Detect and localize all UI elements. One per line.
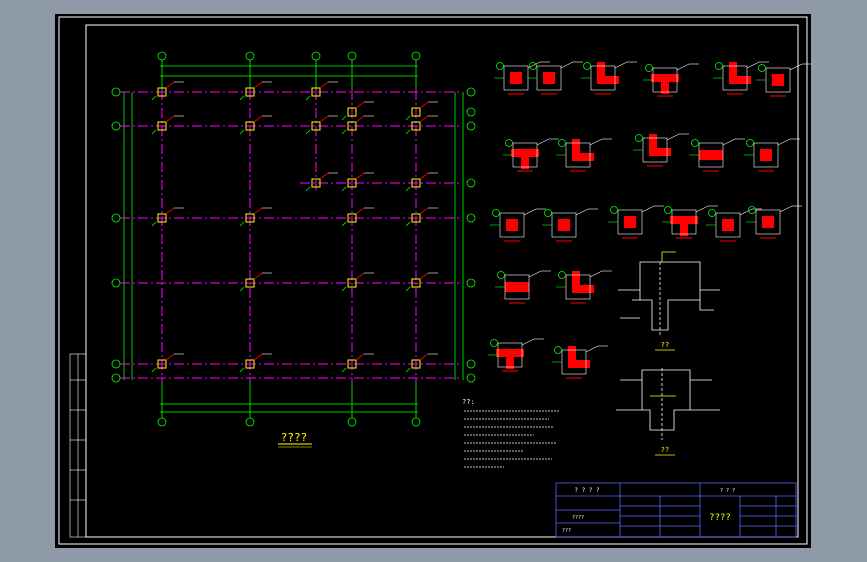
plan-column	[405, 101, 438, 121]
section-caption-2: ??	[661, 446, 669, 454]
column-detail	[552, 345, 608, 379]
column-detail	[581, 61, 637, 95]
column-detail	[490, 208, 546, 242]
plan-column	[341, 101, 374, 121]
plan-column	[405, 115, 438, 135]
binding-strip	[69, 353, 87, 538]
plan-column	[341, 207, 374, 227]
column-detail	[746, 205, 802, 239]
plan-column	[405, 353, 438, 373]
outer-frame	[58, 16, 808, 545]
inner-frame	[85, 24, 799, 538]
column-detail	[713, 61, 769, 95]
plan-column	[305, 81, 338, 101]
grid-axes	[120, 90, 460, 382]
plan-column	[239, 81, 272, 101]
plan-column	[405, 172, 438, 192]
plan-column	[239, 207, 272, 227]
plan-column	[151, 115, 184, 135]
plan-column	[239, 353, 272, 373]
axis-bubbles	[111, 51, 476, 427]
plan-column	[151, 353, 184, 373]
column-detail	[706, 208, 762, 242]
column-detail	[527, 61, 583, 95]
column-detail	[556, 270, 612, 304]
drawing-sheet	[55, 14, 811, 548]
plan-column	[305, 172, 338, 192]
plan-title-group: ????	[278, 431, 312, 448]
column-detail	[662, 205, 718, 239]
plan-column	[239, 272, 272, 292]
plan-column	[405, 207, 438, 227]
column-detail	[744, 138, 800, 172]
title-block	[555, 482, 797, 538]
column-detail	[756, 63, 812, 97]
plan-column	[239, 115, 272, 135]
titleblock-cell-2: ????	[572, 515, 584, 521]
section-caption-1: ??	[661, 341, 669, 349]
titleblock-cell-4: ???	[562, 528, 571, 534]
column-detail	[542, 208, 598, 242]
column-detail	[495, 270, 551, 304]
foundation-plan[interactable]	[111, 51, 476, 427]
plan-column	[405, 272, 438, 292]
plan-column	[341, 115, 374, 135]
titleblock-cell-1: ? ? ? ?	[574, 487, 600, 494]
column-detail	[633, 133, 689, 167]
column-detail	[488, 338, 544, 372]
plan-title: ????	[281, 431, 308, 444]
section-detail-2	[616, 368, 720, 440]
column-detail	[608, 205, 664, 239]
plan-column	[341, 272, 374, 292]
column-details[interactable]	[488, 61, 812, 379]
column-detail	[689, 138, 745, 172]
plan-columns	[151, 81, 438, 373]
plan-column	[341, 172, 374, 192]
plan-column	[151, 81, 184, 101]
column-detail	[494, 61, 550, 95]
section-detail-1	[618, 251, 720, 335]
titleblock-cell-3: ? ? ?	[720, 488, 735, 494]
column-detail	[503, 138, 559, 172]
titleblock-main-title: ????	[709, 513, 731, 523]
plan-column	[151, 207, 184, 227]
plan-column	[341, 353, 374, 373]
column-detail	[556, 138, 612, 172]
general-notes: ??:	[462, 398, 559, 468]
plan-column	[305, 115, 338, 135]
column-detail	[643, 63, 699, 97]
notes-heading: ??:	[462, 398, 475, 406]
